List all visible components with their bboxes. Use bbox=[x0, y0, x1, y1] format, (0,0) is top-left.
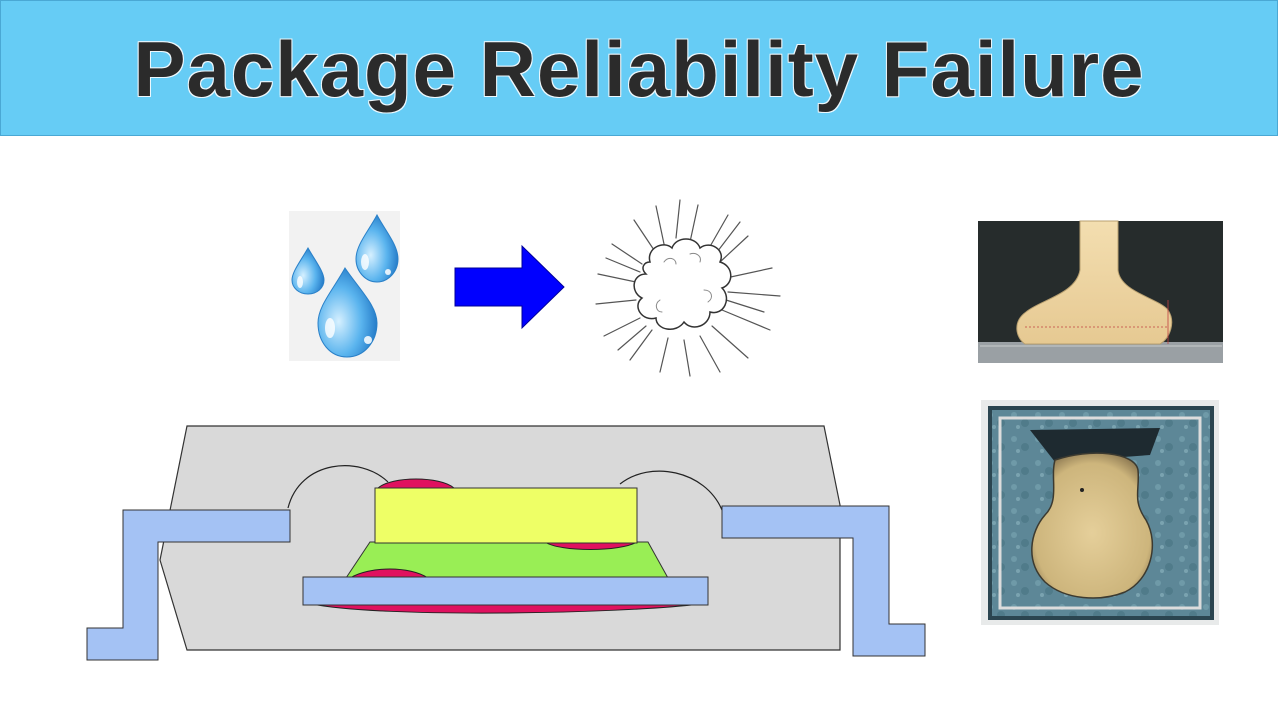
delamination-bottom bbox=[311, 603, 701, 614]
lead-left bbox=[86, 509, 291, 661]
package-cross-section bbox=[86, 425, 926, 661]
cross-section-photo bbox=[978, 220, 1223, 363]
explosion-icon bbox=[595, 199, 781, 377]
lead-right bbox=[721, 505, 926, 657]
delamination-top bbox=[376, 478, 456, 489]
page-title: Package Reliability Failure bbox=[133, 25, 1145, 113]
bond-wire-left bbox=[287, 465, 389, 509]
die-paddle bbox=[302, 576, 709, 606]
bump-top-view-photo bbox=[981, 400, 1219, 625]
silicon-die bbox=[374, 487, 638, 544]
bond-wire-right bbox=[619, 470, 723, 511]
arrow-right-icon bbox=[454, 244, 565, 330]
water-drops-icon bbox=[289, 211, 400, 361]
title-banner: Package Reliability Failure bbox=[0, 0, 1278, 136]
